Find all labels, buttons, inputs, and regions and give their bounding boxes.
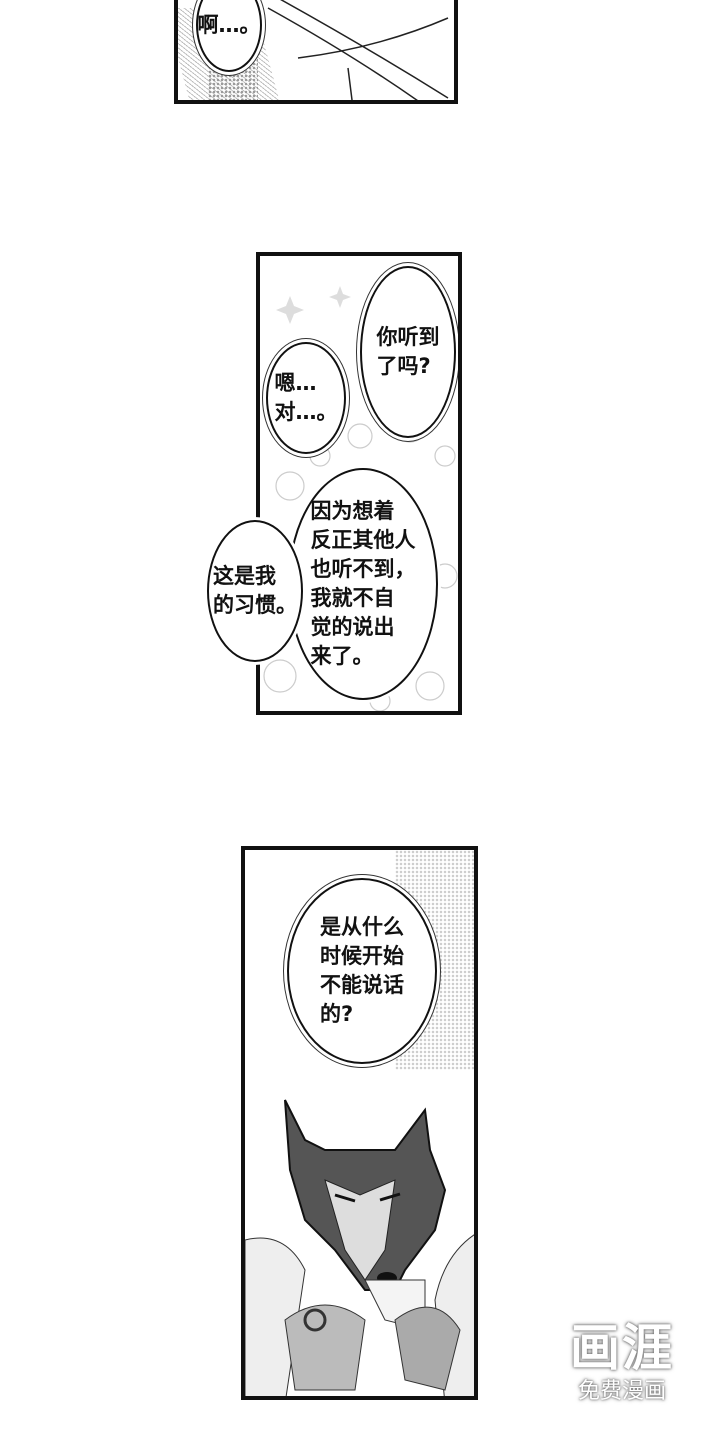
comic-panel-2: 你听到 了吗? 嗯… 对…。 因为想着 反正其他人 也听不到， 我就不自 觉的说… xyxy=(256,252,462,715)
bubble-text: 是从什么 时候开始 不能说话 的? xyxy=(320,915,404,1026)
watermark-subtitle: 免费漫画 xyxy=(577,1379,666,1404)
bubble-text: 因为想着 反正其他人 也听不到， 我就不自 觉的说出 来了。 xyxy=(310,499,416,668)
wolf-illustration xyxy=(245,1099,474,1396)
comic-panel-3: 是从什么 时候开始 不能说话 的? xyxy=(241,846,478,1400)
comic-panel-1: 啊…。 xyxy=(174,0,458,104)
bubble-text: 嗯… 对…。 xyxy=(274,371,338,424)
thought-bubble: 因为想着 反正其他人 也听不到， 我就不自 觉的说出 来了。 xyxy=(288,468,438,700)
thought-bubble: 这是我 的习惯。 xyxy=(207,520,303,662)
watermark: 画涯 免费漫画 xyxy=(562,1318,682,1406)
speech-bubble: 你听到 了吗? xyxy=(360,266,456,438)
speech-bubble: 嗯… 对…。 xyxy=(266,342,346,454)
bubble-text: 你听到 了吗? xyxy=(376,325,440,378)
bubble-text: 这是我 的习惯。 xyxy=(213,564,297,617)
bubble-text: 啊…。 xyxy=(197,12,261,37)
watermark-logo: 画涯 xyxy=(570,1319,674,1377)
speech-bubble: 啊…。 xyxy=(196,0,262,72)
clothing-lines xyxy=(267,0,449,100)
speech-bubble: 是从什么 时候开始 不能说话 的? xyxy=(287,878,437,1064)
